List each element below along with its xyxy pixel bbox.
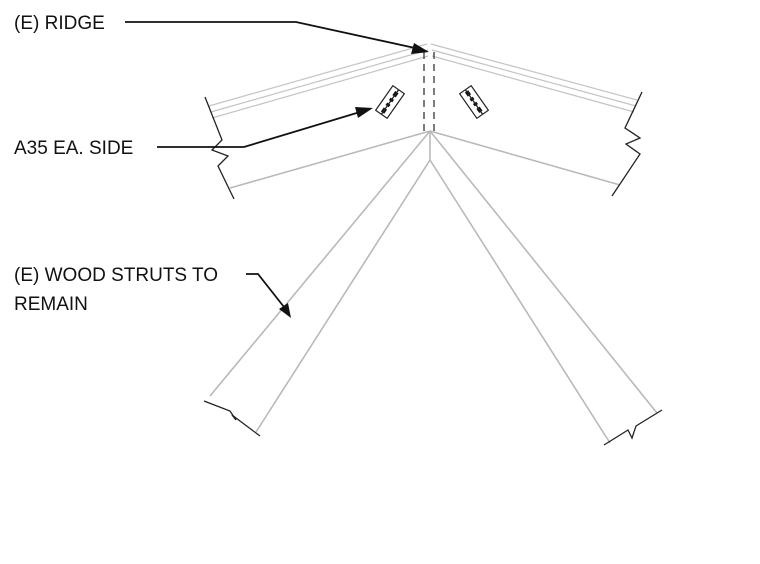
left-rafter [204,43,431,200]
right-rafter [429,43,643,197]
ridge-hidden-lines [423,52,435,134]
roof-rafters [204,43,643,200]
right-strut [429,130,663,446]
ridge-arrowhead [411,43,429,54]
left-strut-break-line [203,400,261,437]
connector-callout: A35 EA. SIDE [14,107,373,159]
ridge-label: (E) RIDGE [14,13,105,34]
left-rafter-break-line [204,96,235,200]
ridge-callout: (E) RIDGE [14,13,429,54]
connector-label: A35 EA. SIDE [14,138,133,159]
connector-leader-line [157,111,361,148]
struts-leader-line [246,273,285,308]
struts-callout: (E) WOOD STRUTS TO REMAIN [14,265,291,318]
struts-label-line1: (E) WOOD STRUTS TO [14,265,218,286]
ridge-leader-line [125,21,416,49]
left-strut [203,130,431,437]
wood-struts [203,130,663,446]
right-strut-break-line [603,409,663,446]
a35-clip-icon-left [374,84,406,120]
struts-label-line2: REMAIN [14,294,88,315]
struts-arrowhead [279,303,291,318]
connector-arrowhead [355,107,373,118]
a35-clip-icon-right [458,84,490,120]
a35-connectors [374,84,490,120]
right-rafter-break-line [611,91,643,197]
